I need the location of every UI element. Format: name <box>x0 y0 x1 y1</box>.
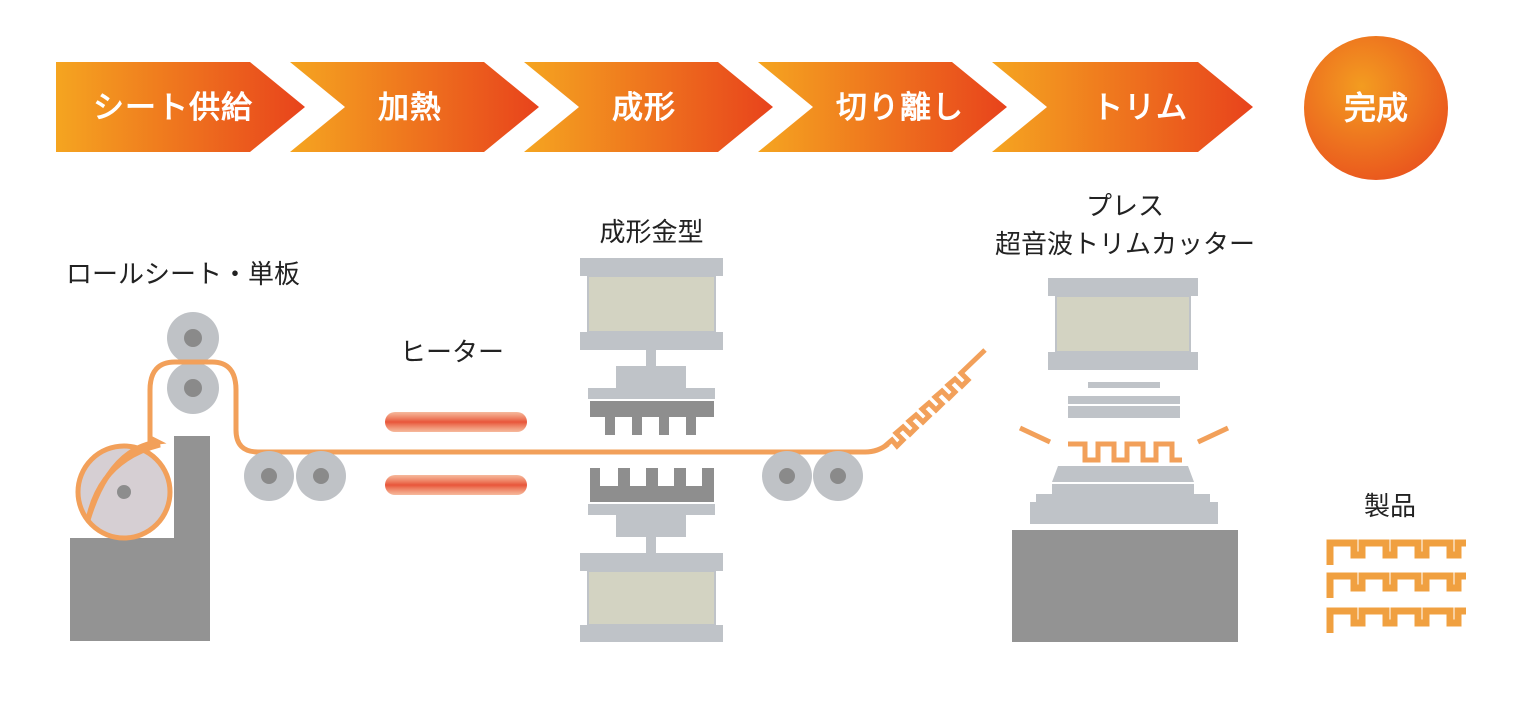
complete-label: 完成 <box>1343 89 1408 127</box>
step-arrow-sheet-supply <box>56 62 305 152</box>
press-label-line2: 超音波トリムカッター <box>994 230 1255 260</box>
roll-sheet-machine <box>70 312 219 641</box>
step-arrow-trim <box>992 62 1253 152</box>
trimmed-part <box>1068 441 1182 463</box>
heater-label: ヒーター <box>400 338 505 368</box>
sheet-path <box>85 359 890 521</box>
step-arrow-heating <box>290 62 539 152</box>
process-steps <box>56 36 1448 180</box>
step-label-heating: 加熱 <box>378 90 442 126</box>
step-label-forming: 成形 <box>612 90 676 126</box>
feed-rollers <box>244 451 346 501</box>
roll-sheet-label: ロールシート・単板 <box>66 260 301 290</box>
product-label: 製品 <box>1363 492 1416 522</box>
step-label-sheet-supply: シート供給 <box>93 90 253 126</box>
press-label-line1: プレス <box>1085 192 1164 222</box>
step-label-trim: トリム <box>1092 90 1188 126</box>
separated-sheet <box>883 348 987 450</box>
step-label-separation: 切り離し <box>836 90 964 126</box>
mold-label: 成形金型 <box>599 218 704 248</box>
forming-mold <box>580 258 723 642</box>
heater <box>385 412 527 495</box>
product-stack <box>1326 539 1466 633</box>
press-trim-cutter <box>1012 278 1238 642</box>
exit-rollers <box>762 451 863 501</box>
complete-circle <box>1304 36 1448 180</box>
step-arrow-separation <box>758 62 1007 152</box>
step-arrow-forming <box>524 62 773 152</box>
